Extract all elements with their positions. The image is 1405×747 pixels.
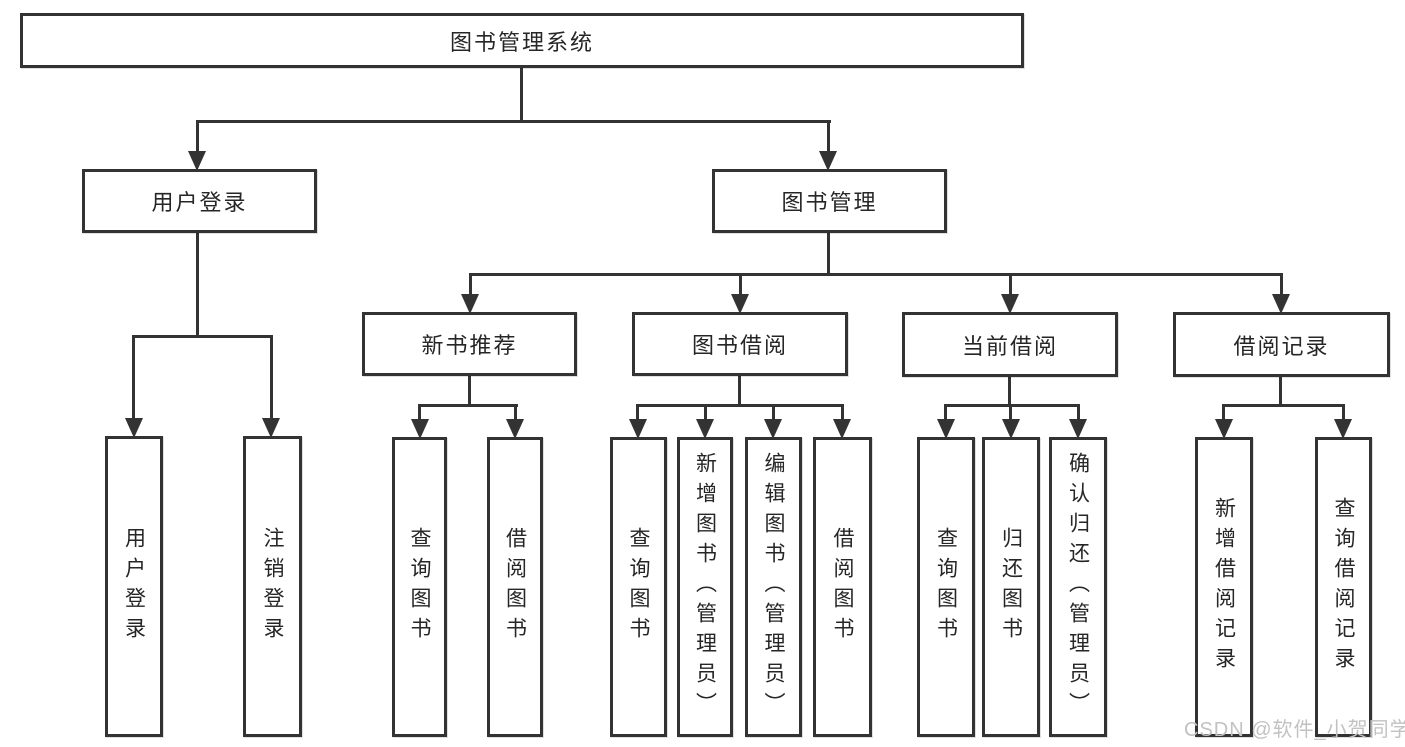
arrow-down-icon	[731, 294, 749, 314]
connector-line	[1009, 404, 1012, 422]
node-query-borrow-record: 查询借阅记录	[1315, 437, 1372, 737]
node-return-books: 归还图书	[982, 437, 1040, 737]
arrow-down-icon	[764, 419, 782, 439]
csdn-watermark: CSDN @软件_小贺同学	[1184, 719, 1405, 741]
arrow-down-icon	[1069, 419, 1087, 439]
connector-line	[270, 335, 273, 421]
connector-line	[132, 335, 135, 421]
arrow-down-icon	[696, 419, 714, 439]
node-confirm-return-admin: 确认归还（管理员）	[1049, 437, 1107, 737]
connector-line	[1077, 404, 1080, 422]
connector-line	[132, 335, 273, 338]
connector-line	[196, 120, 199, 152]
connector-line	[469, 273, 1283, 276]
node-query-books-3: 查询图书	[917, 437, 975, 737]
connector-line	[1279, 374, 1282, 406]
node-add-book-admin: 新增图书（管理员）	[677, 437, 733, 737]
node-edit-book-admin: 编辑图书（管理员）	[745, 437, 802, 737]
connector-line	[418, 404, 518, 407]
connector-line	[944, 404, 1080, 407]
connector-line	[1222, 404, 1225, 422]
arrow-down-icon	[1334, 419, 1352, 439]
arrow-down-icon	[125, 418, 143, 438]
node-logout: 注销登录	[243, 436, 302, 737]
arrow-down-icon	[411, 419, 429, 439]
arrow-down-icon	[188, 151, 206, 171]
arrow-down-icon	[1002, 419, 1020, 439]
node-book-borrowing: 图书借阅	[632, 312, 848, 376]
connector-line	[1280, 273, 1283, 297]
connector-line	[469, 273, 472, 297]
connector-line	[196, 120, 831, 123]
arrow-down-icon	[1272, 294, 1290, 314]
node-borrow-books-2: 借阅图书	[813, 437, 872, 737]
connector-line	[196, 231, 199, 337]
connector-line	[468, 374, 471, 406]
arrow-down-icon	[262, 418, 280, 438]
connector-line	[704, 404, 707, 422]
arrow-down-icon	[1001, 294, 1019, 314]
arrow-down-icon	[937, 419, 955, 439]
arrow-down-icon	[461, 294, 479, 314]
connector-line	[418, 404, 421, 422]
connector-line	[1342, 404, 1345, 422]
node-query-books-1: 查询图书	[392, 437, 447, 737]
node-book-management: 图书管理	[712, 169, 947, 233]
connector-line	[1222, 404, 1345, 407]
node-user-login: 用户登录	[82, 169, 317, 233]
arrow-down-icon	[1215, 419, 1233, 439]
connector-line	[1008, 374, 1011, 406]
arrow-down-icon	[819, 151, 837, 171]
arrow-down-icon	[629, 419, 647, 439]
node-current-borrowing: 当前借阅	[902, 312, 1118, 377]
arrow-down-icon	[833, 419, 851, 439]
node-user-login-leaf: 用户登录	[105, 436, 163, 737]
connector-line	[739, 273, 742, 297]
node-add-borrow-record: 新增借阅记录	[1195, 437, 1253, 737]
connector-line	[636, 404, 844, 407]
connector-line	[772, 404, 775, 422]
connector-line	[827, 120, 830, 152]
connector-line	[827, 231, 830, 276]
arrow-down-icon	[506, 419, 524, 439]
node-query-books-2: 查询图书	[610, 437, 667, 737]
node-library-system: 图书管理系统	[20, 13, 1024, 68]
node-new-book-recommend: 新书推荐	[362, 312, 577, 376]
node-borrowing-records: 借阅记录	[1173, 312, 1390, 377]
connector-line	[841, 404, 844, 422]
connector-line	[738, 374, 741, 406]
connector-line	[944, 404, 947, 422]
connector-line	[636, 404, 639, 422]
connector-line	[1009, 273, 1012, 297]
node-borrow-books-1: 借阅图书	[487, 437, 543, 737]
connector-line	[520, 66, 523, 123]
connector-line	[514, 404, 517, 422]
